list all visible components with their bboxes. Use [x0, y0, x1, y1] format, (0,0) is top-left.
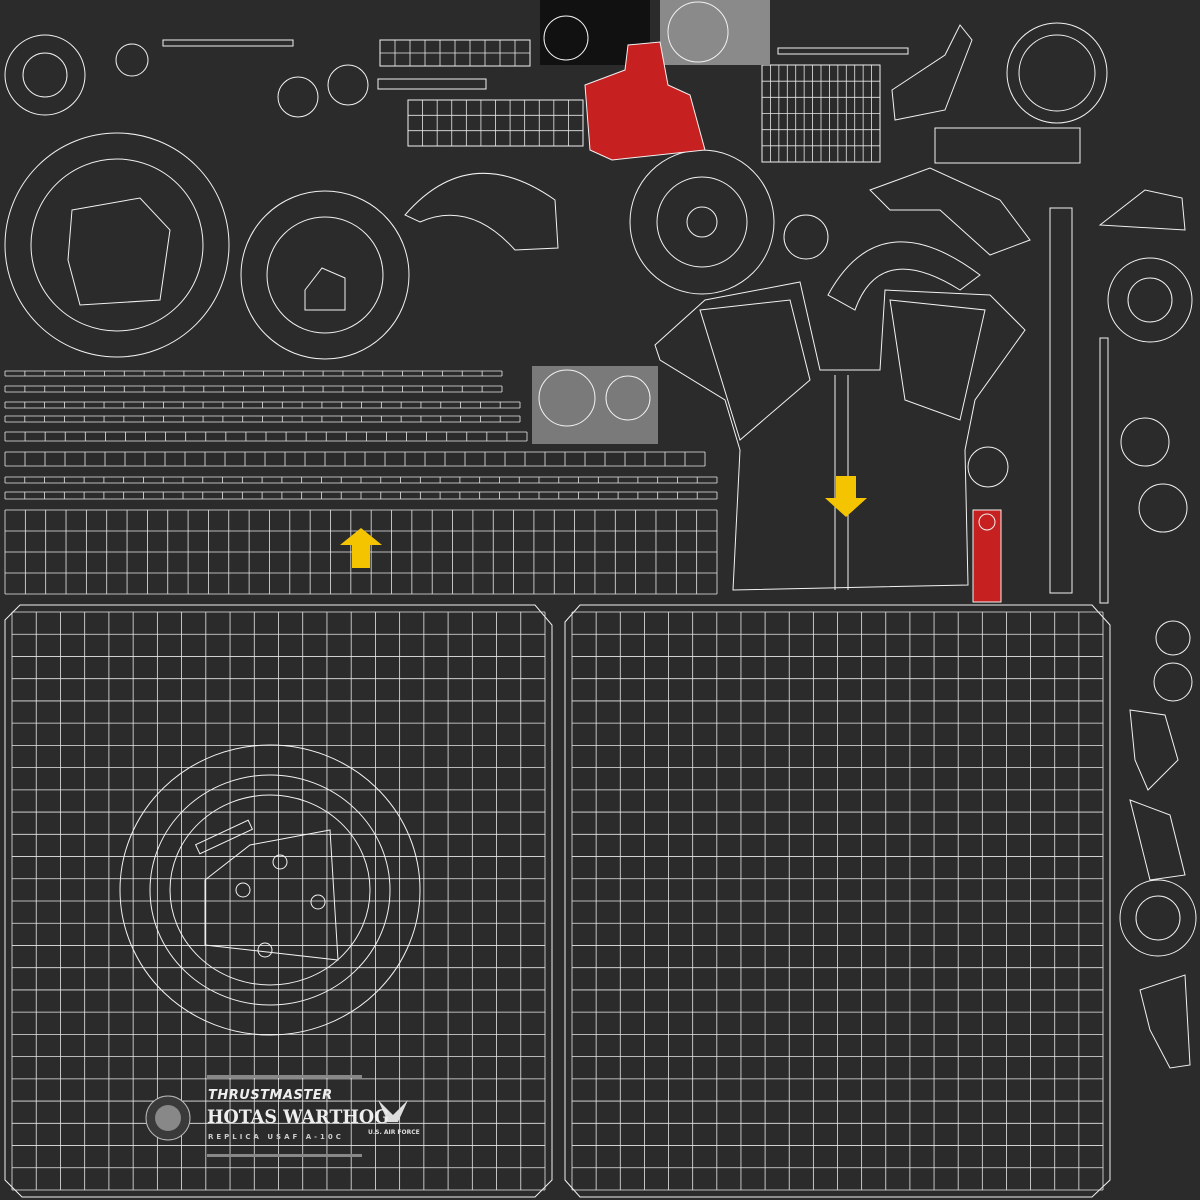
product-title: HOTAS WARTHOG — [207, 1106, 390, 1128]
air-force-label: U.S. AIR FORCE — [368, 1129, 420, 1136]
uv-island-gray-blocks — [532, 0, 770, 444]
air-force-logo — [378, 1100, 408, 1122]
uv-island-strips — [4, 39, 881, 595]
thrustmaster-logo-text: THRUSTMASTER — [208, 1088, 333, 1103]
arrow-up-icon — [340, 528, 382, 568]
uv-island-red — [584, 41, 1002, 603]
uv-island-shirt — [654, 281, 1026, 591]
uv-island-base-rings — [119, 744, 421, 1036]
uv-island-base-left — [4, 604, 553, 1198]
arrow-down-icon — [825, 476, 867, 517]
product-subtitle: REPLICA USAF A-10C — [208, 1133, 344, 1141]
uv-island-rings-top — [4, 15, 1197, 957]
uv-island-arcs — [162, 24, 1191, 1069]
uv-island-base-right — [564, 604, 1111, 1198]
hotas-badge-logo — [145, 1095, 191, 1141]
logo-rules — [207, 1075, 362, 1157]
